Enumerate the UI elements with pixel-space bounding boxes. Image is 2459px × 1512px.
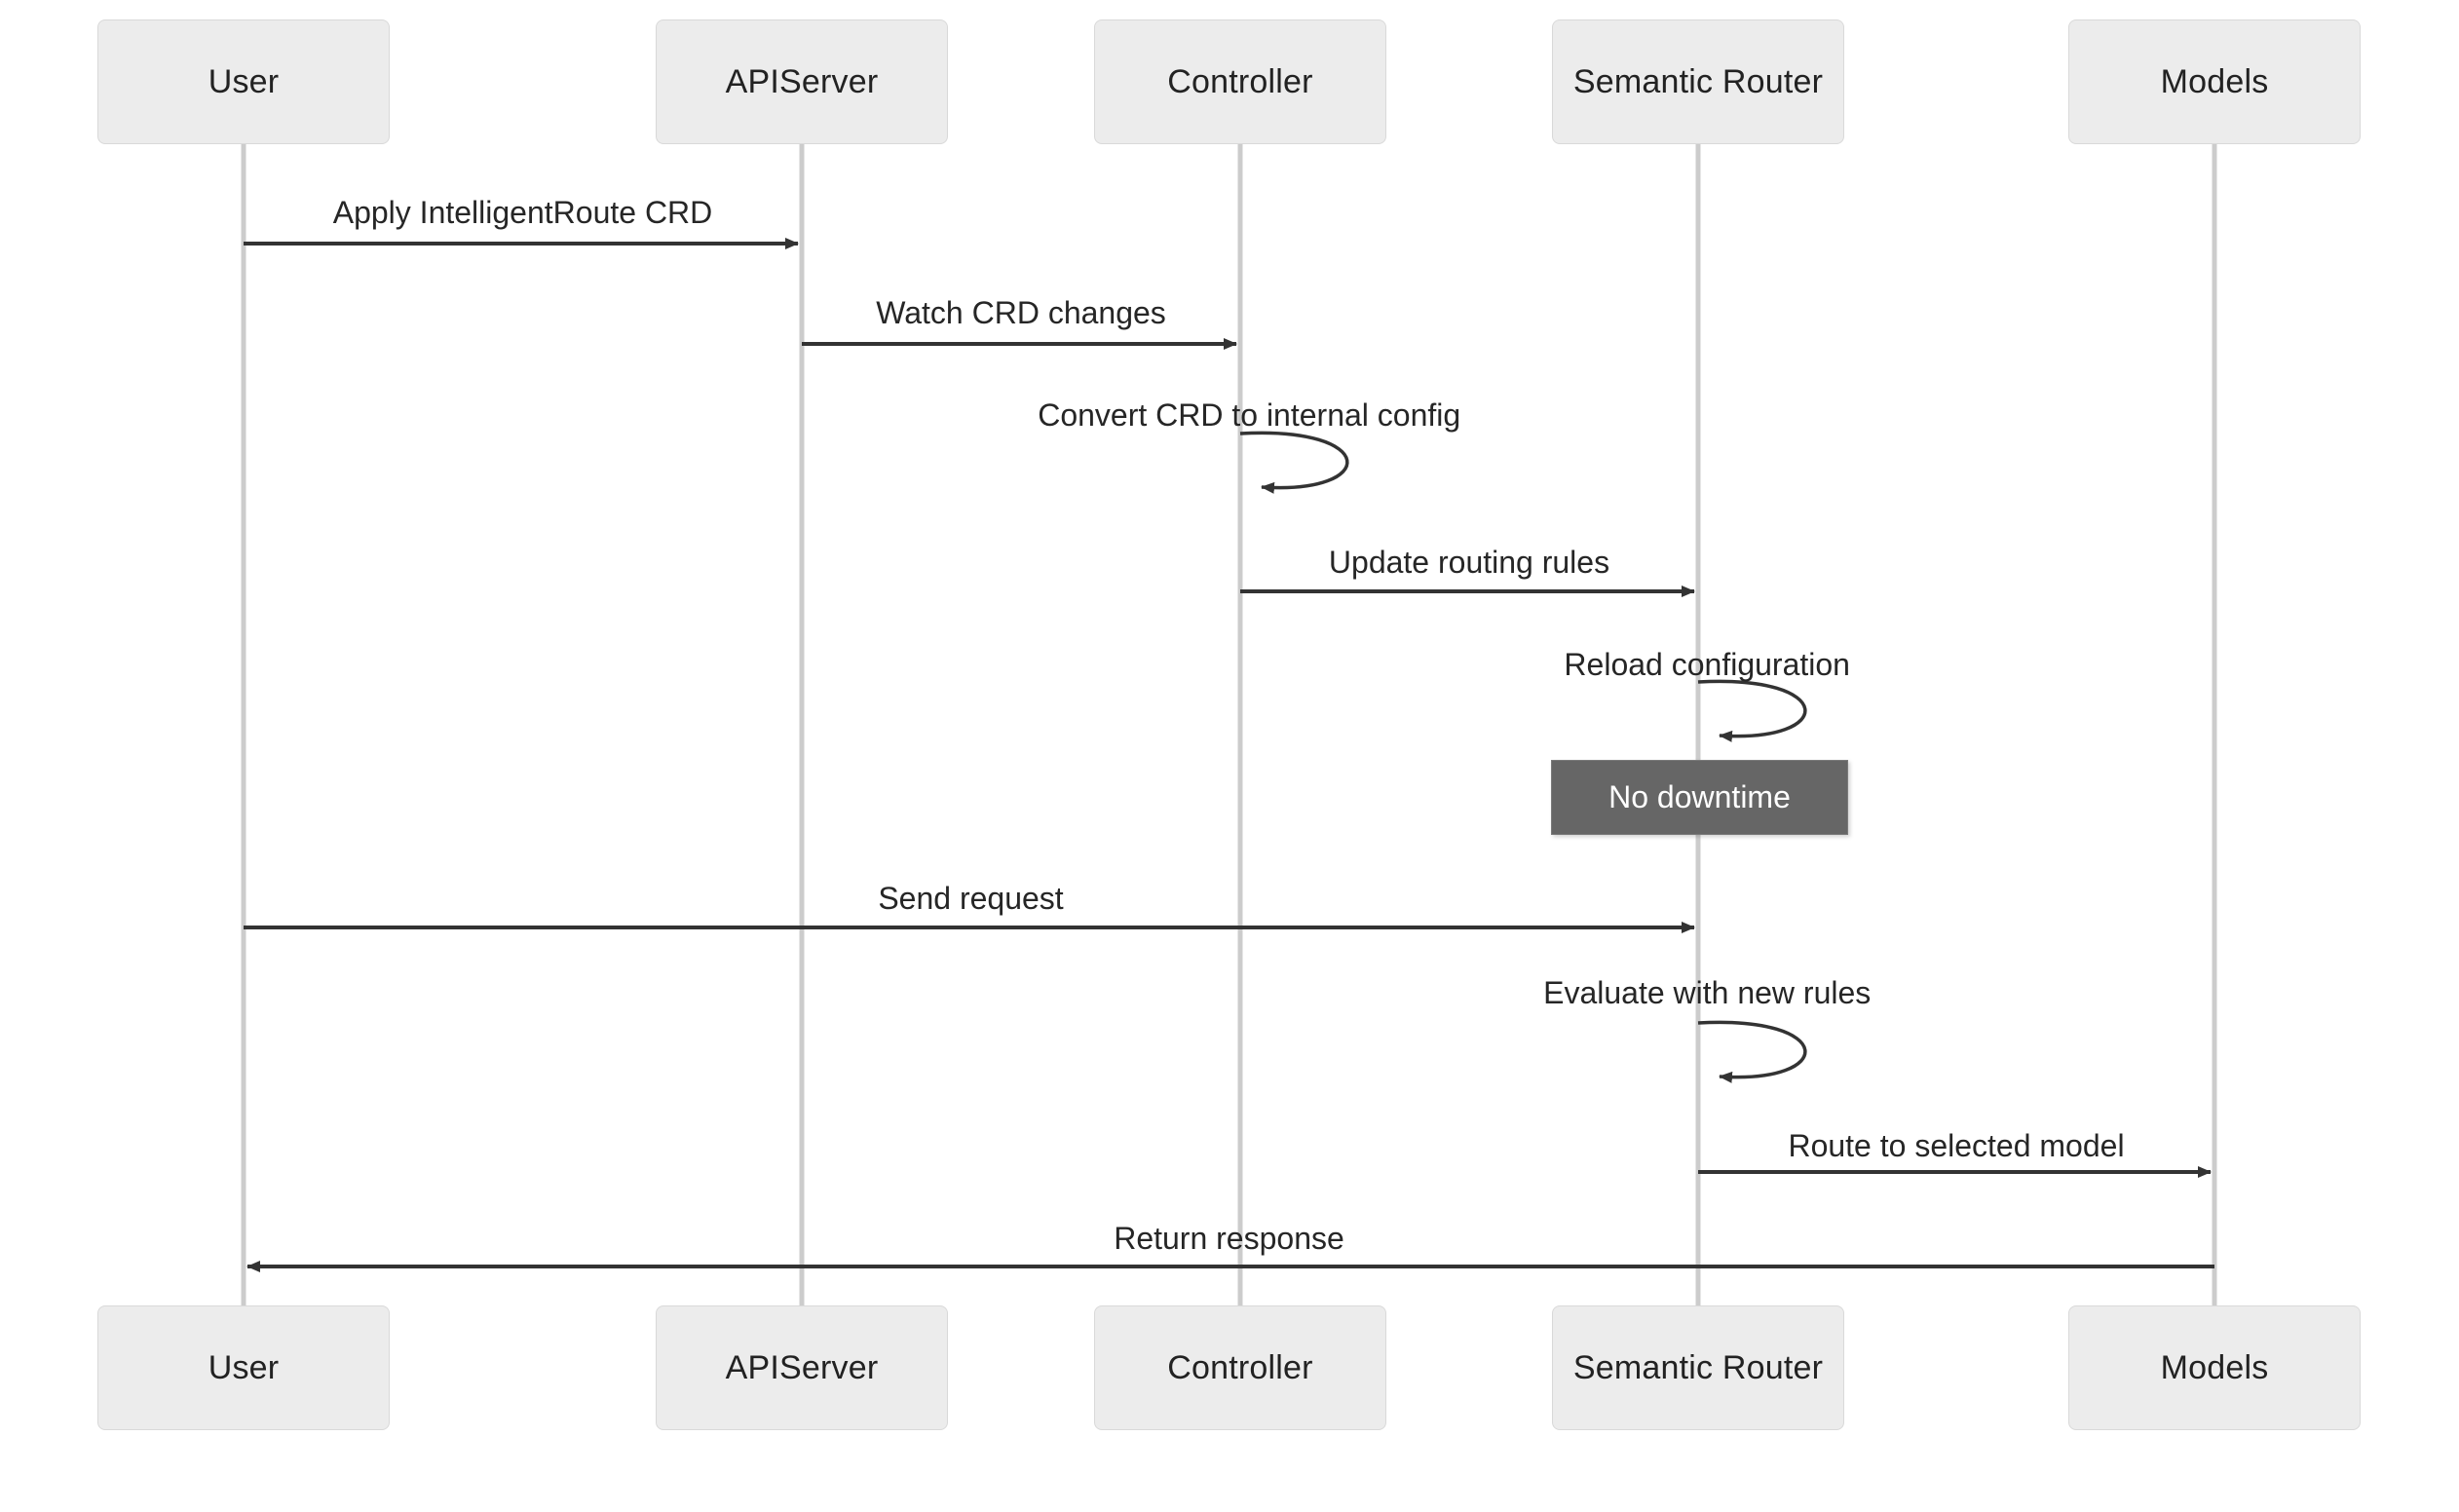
lifelines-group	[241, 144, 2217, 1305]
participant-box-user-bottom[interactable]: User	[97, 1305, 390, 1430]
participant-label-router: Semantic Router	[1572, 1348, 1824, 1386]
participant-box-router-bottom[interactable]: Semantic Router	[1552, 1305, 1844, 1430]
message-label-m9: Return response	[1114, 1221, 1344, 1256]
note-box-n1: No downtime	[1551, 760, 1848, 835]
message-label-m8: Route to selected model	[1788, 1128, 2125, 1163]
message-label-m6: Send request	[878, 881, 1064, 916]
participant-box-models-bottom[interactable]: Models	[2068, 1305, 2361, 1430]
self-loop-m7	[1697, 1020, 1807, 1083]
participant-box-user-top[interactable]: User	[97, 19, 390, 144]
self-loop-m3	[1239, 431, 1349, 494]
message-label-m1: Apply IntelligentRoute CRD	[332, 195, 713, 230]
note-label-n1: No downtime	[1608, 779, 1791, 814]
participant-label-user: User	[208, 62, 280, 100]
participant-box-router-top[interactable]: Semantic Router	[1552, 19, 1844, 144]
participant-label-apiserver: APIServer	[725, 1348, 879, 1386]
participant-box-apiserver-top[interactable]: APIServer	[656, 19, 948, 144]
participant-box-models-top[interactable]: Models	[2068, 19, 2361, 144]
participant-label-models: Models	[2160, 62, 2269, 100]
participant-box-controller-bottom[interactable]: Controller	[1094, 1305, 1386, 1430]
participant-label-controller: Controller	[1167, 1348, 1313, 1386]
messages-group	[244, 238, 2214, 1272]
participant-label-controller: Controller	[1167, 62, 1313, 100]
message-label-m2: Watch CRD changes	[876, 295, 1166, 330]
participant-box-apiserver-bottom[interactable]: APIServer	[656, 1305, 948, 1430]
message-label-m5: Reload configuration	[1564, 647, 1850, 682]
participant-label-models: Models	[2160, 1348, 2269, 1386]
self-loop-m5	[1697, 679, 1807, 742]
participant-label-user: User	[208, 1348, 280, 1386]
message-label-m4: Update routing rules	[1328, 545, 1610, 580]
message-label-m7: Evaluate with new rules	[1543, 975, 1872, 1010]
participant-box-controller-top[interactable]: Controller	[1094, 19, 1386, 144]
participant-label-router: Semantic Router	[1572, 62, 1824, 100]
message-label-m3: Convert CRD to internal config	[1038, 397, 1461, 433]
participant-label-apiserver: APIServer	[725, 62, 879, 100]
